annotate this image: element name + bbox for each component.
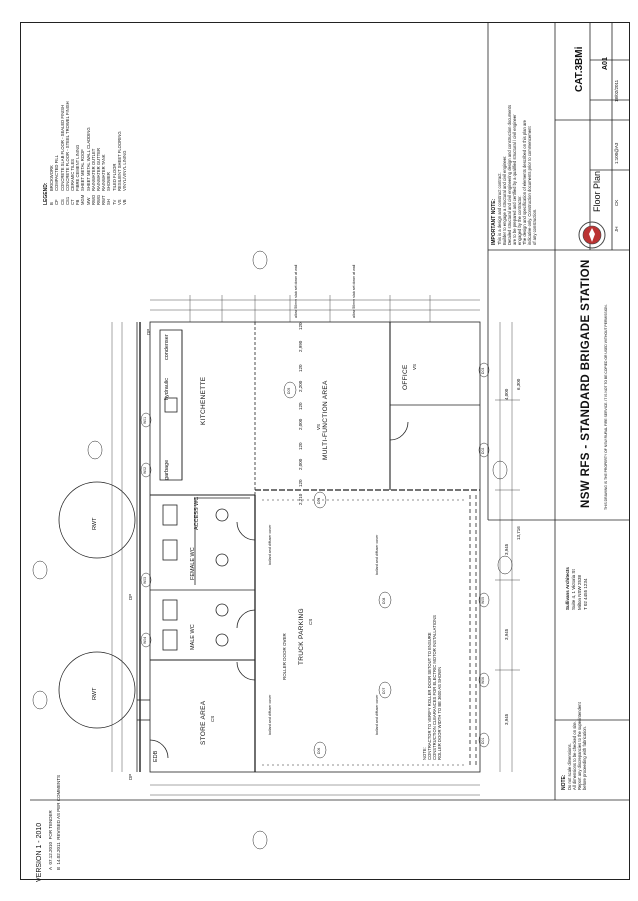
- dim-bay-1: 3,945: [504, 543, 509, 555]
- revision-b: B 14.02.2011 REVISED AS PER COMMENTS: [56, 774, 61, 870]
- label-garbage: garbage: [164, 459, 170, 480]
- date-label: 18/02/2011: [614, 79, 619, 102]
- important-note: IMPORTANT NOTE: This is a design and con…: [491, 104, 537, 245]
- roller-door-label: ROLLER DOOR OVER: [282, 633, 287, 680]
- version-label: VERSION 1 - 2010: [36, 822, 43, 882]
- room-store-code: CS: [210, 715, 215, 722]
- dim-top-7: 2,000: [298, 458, 303, 470]
- room-kitchenette: KITCHENETTE: [200, 376, 207, 425]
- dim-bay-2: 3,945: [504, 628, 509, 640]
- room-multi-code: VS: [316, 423, 321, 430]
- window-tag: W02: [143, 467, 147, 474]
- drawn-by: JH: [614, 226, 619, 233]
- rainwater-tank-1: [58, 481, 136, 559]
- revision-a: A 07.12.2010 FOR TENDER: [48, 810, 53, 870]
- door-tag: D02: [481, 447, 485, 454]
- dim-bay-3: 3,945: [504, 713, 509, 725]
- drawing-frame: [20, 22, 630, 880]
- rfs-logo: [577, 220, 607, 250]
- door-tag: D01: [481, 737, 485, 744]
- label-hydraulic: hydraulic: [164, 377, 170, 400]
- annotation-bollard-1: bollard and diffuser cover: [268, 524, 272, 565]
- annotation-downpipe-1: DP: [128, 593, 133, 600]
- door-tag: D03: [481, 367, 485, 374]
- legend-desc: VINYL/VINYL LINING: [122, 150, 128, 191]
- room-truck-code: CS: [308, 618, 313, 625]
- window-tag: W03: [143, 577, 147, 584]
- window-tag: W06: [481, 677, 485, 684]
- room-office-code: VS: [412, 363, 417, 370]
- label-condenser: condenser: [164, 334, 170, 360]
- door-tag: D04: [317, 497, 321, 504]
- annotation-downpipe-2: DP: [128, 773, 133, 780]
- dim-top-5: 2,000: [298, 418, 303, 430]
- dim-top-8: 120: [298, 479, 303, 487]
- legend-item: VB VINYL/VINYL LINING: [122, 101, 127, 205]
- room-female-wc: FEMALE WC: [190, 547, 196, 580]
- dim-office-depth: 4,000: [504, 388, 509, 400]
- door-tag: D06: [317, 747, 321, 754]
- door-tag: D08: [382, 597, 386, 604]
- annotation-bollard-2: bollard and diffuser cover: [375, 534, 379, 575]
- annotation-bollard-4: bollard and diffuser cover: [268, 694, 272, 735]
- annotation-slab-1: allow 50mm slab set down at wall: [352, 264, 356, 318]
- dim-overall: 13,716: [516, 526, 521, 540]
- legend-code: VB: [122, 199, 128, 205]
- dim-top-3: 2,200: [298, 380, 303, 392]
- window-tag: W04: [143, 637, 147, 644]
- dim-top-0: 120: [298, 322, 303, 330]
- dim-office-right: 6,300: [516, 378, 521, 390]
- consultant-block: Sullivans Architects Suite 4, 1 Victoria…: [565, 567, 588, 610]
- rainwater-tank-2: [58, 651, 136, 729]
- annotation-downpipe-3: DP: [146, 328, 151, 335]
- category-code: CAT.3BMi: [574, 46, 585, 92]
- room-edb: EDB: [153, 750, 159, 762]
- annotation-bollard-3: bollard and diffuser cover: [375, 694, 379, 735]
- project-title: NSW RFS - STANDARD BRIGADE STATION: [580, 259, 592, 508]
- room-access-wc: ACCESS WC: [194, 496, 200, 530]
- room-multi-function: MULTI-FUNCTION AREA: [322, 380, 329, 460]
- dim-top-4: 120: [298, 402, 303, 410]
- window-tag: W05: [481, 597, 485, 604]
- dim-top-1: 2,990: [298, 340, 303, 352]
- general-notes: NOTE: Do not scale dimensions. All dimen…: [561, 702, 587, 790]
- dim-top-2: 120: [298, 364, 303, 372]
- label-tank-1: RWT: [92, 517, 98, 530]
- building-outline: [149, 321, 481, 773]
- door-tag: D07: [382, 687, 386, 694]
- dim-top-6: 120: [298, 442, 303, 450]
- copyright-note: THIS DRAWING IS THE PROPERTY OF NSW RURA…: [604, 304, 608, 510]
- drawing-title: Floor Plan: [592, 170, 602, 212]
- label-tank-2: RWT: [92, 687, 98, 700]
- door-tag: D05: [287, 387, 291, 394]
- room-office: OFFICE: [402, 364, 409, 390]
- checked-by: CK: [614, 199, 619, 206]
- annotation-slab-2: allow 50mm slab set down at wall: [294, 264, 298, 318]
- room-store-area: STORE AREA: [200, 700, 207, 745]
- scale-label: 1:100@A3: [614, 142, 619, 164]
- room-truck-parking: TRUCK PARKING: [298, 608, 305, 665]
- sheet-number: A01: [602, 57, 609, 70]
- window-tag: W01: [143, 417, 147, 424]
- dim-top-9: 2,210: [298, 493, 303, 505]
- plan-note: NOTE: CONTRACTOR TO VERIFY ROLLER DOOR S…: [422, 615, 442, 760]
- room-male-wc: MALE WC: [190, 624, 196, 650]
